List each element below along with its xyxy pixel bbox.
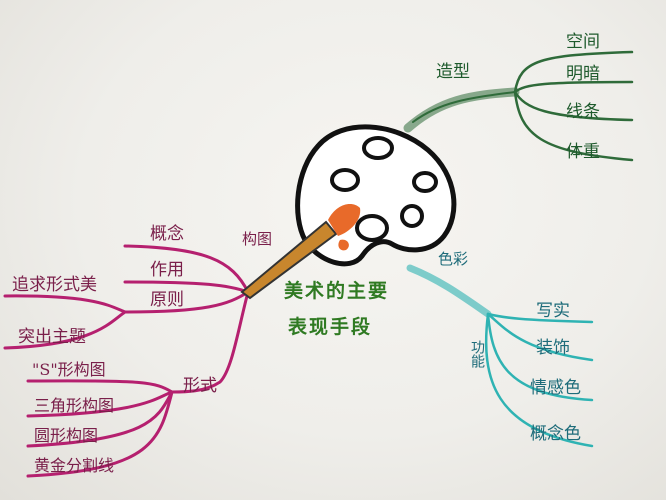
shape-item-light-shade: 明暗 <box>566 64 600 84</box>
shape-item-line: 线条 <box>566 102 600 122</box>
form-item-circle-composition: 圆形构图 <box>34 426 99 445</box>
composition-label: 构图 <box>242 230 273 248</box>
form-item-s-composition: "S"形构图 <box>32 360 106 379</box>
color-item-conceptual: 概念色 <box>530 424 581 444</box>
color-item-emotional: 情感色 <box>530 378 581 398</box>
color-function-label: 功能 <box>469 340 485 368</box>
principle-item-aesthetic: 追求形式美 <box>12 275 97 295</box>
color-item-realistic: 写实 <box>536 301 570 321</box>
paintbrush-icon <box>240 204 361 300</box>
palette-icon <box>295 124 457 267</box>
function-label: 作用 <box>150 260 184 280</box>
form-item-triangle-composition: 三角形构图 <box>34 396 115 415</box>
shape-label: 造型 <box>436 62 470 82</box>
color-branch-lines <box>406 264 594 448</box>
color-label: 色彩 <box>438 250 469 268</box>
center-title-line-2: 表现手段 <box>288 316 373 338</box>
principle-item-theme: 突出主题 <box>18 327 86 347</box>
shape-item-space: 空间 <box>566 32 600 52</box>
shape-branch-lines <box>403 50 634 162</box>
composition-branch-lines <box>3 244 250 478</box>
form-label: 形式 <box>183 376 217 396</box>
color-item-decorative: 装饰 <box>536 338 570 358</box>
principle-label: 原则 <box>150 290 184 310</box>
concept-label: 概念 <box>150 224 184 244</box>
center-title-line-1: 美术的主要 <box>284 280 390 302</box>
shape-item-volume: 体重 <box>566 142 600 162</box>
form-item-golden-ratio: 黄金分割线 <box>34 456 115 475</box>
